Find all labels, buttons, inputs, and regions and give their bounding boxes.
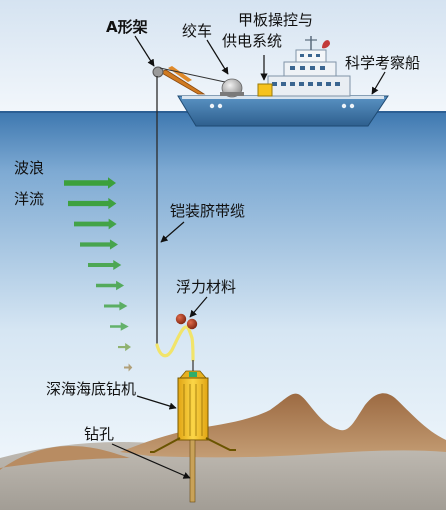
- current-arrow: [96, 280, 125, 291]
- label-winch: 绞车: [182, 22, 213, 40]
- ship-deck-stripe: [182, 96, 384, 99]
- drill-body: [177, 377, 209, 441]
- label-umbilical-cable: 铠装脐带缆: [170, 202, 246, 220]
- drill-indicator: [189, 372, 197, 377]
- pointer-umbilical: [160, 221, 185, 243]
- porthole: [209, 103, 215, 109]
- research-ship: [152, 36, 389, 127]
- drill-ribs: [183, 384, 203, 436]
- label-a-frame: A形架: [106, 18, 148, 36]
- current-arrow: [64, 177, 116, 189]
- buoy-float: [175, 313, 187, 325]
- current-arrow: [74, 218, 117, 230]
- ship-windows: [272, 54, 340, 86]
- pointer-borehole: [111, 443, 191, 479]
- label-waves: 波浪: [14, 159, 45, 177]
- current-arrow: [110, 322, 129, 331]
- label-deck-control-line2: 供电系统: [222, 32, 283, 50]
- current-arrow: [68, 197, 117, 210]
- current-arrow: [124, 363, 133, 372]
- ship-hull: [177, 95, 389, 127]
- a-frame: [159, 69, 206, 95]
- deck-control-box: [257, 83, 273, 97]
- pointer-a-frame: [134, 35, 155, 67]
- label-research-ship: 科学考察船: [345, 54, 421, 72]
- label-deep-sea-drill: 深海海底钻机: [46, 380, 137, 398]
- drill-leg-right: [205, 437, 236, 451]
- current-arrow: [118, 342, 131, 352]
- pointer-drill: [136, 395, 177, 410]
- seafloor-mountains: [120, 393, 446, 458]
- label-buoyancy-material: 浮力材料: [176, 278, 237, 296]
- current-arrows: [64, 177, 133, 372]
- porthole: [349, 103, 355, 109]
- current-arrow: [104, 301, 128, 311]
- drill-leg-left: [150, 437, 181, 453]
- buoy-float: [186, 318, 198, 330]
- floating-cable-loop: [155, 325, 195, 362]
- porthole: [217, 103, 223, 109]
- label-deck-control-line1: 甲板操控与: [238, 11, 314, 29]
- pointer-buoyancy: [189, 296, 208, 318]
- left-mound: [0, 446, 130, 470]
- label-currents: 洋流: [14, 190, 45, 208]
- deep-sea-drill-rig: [150, 360, 236, 503]
- radar-dome: [322, 40, 330, 49]
- porthole: [341, 103, 347, 109]
- pointer-ship: [371, 71, 386, 95]
- current-arrow: [88, 260, 122, 270]
- label-borehole: 钻孔: [84, 425, 115, 443]
- current-arrow: [80, 239, 118, 250]
- drill-pipe: [189, 439, 196, 503]
- sheave-pulley: [152, 66, 164, 78]
- pointer-winch: [206, 39, 229, 75]
